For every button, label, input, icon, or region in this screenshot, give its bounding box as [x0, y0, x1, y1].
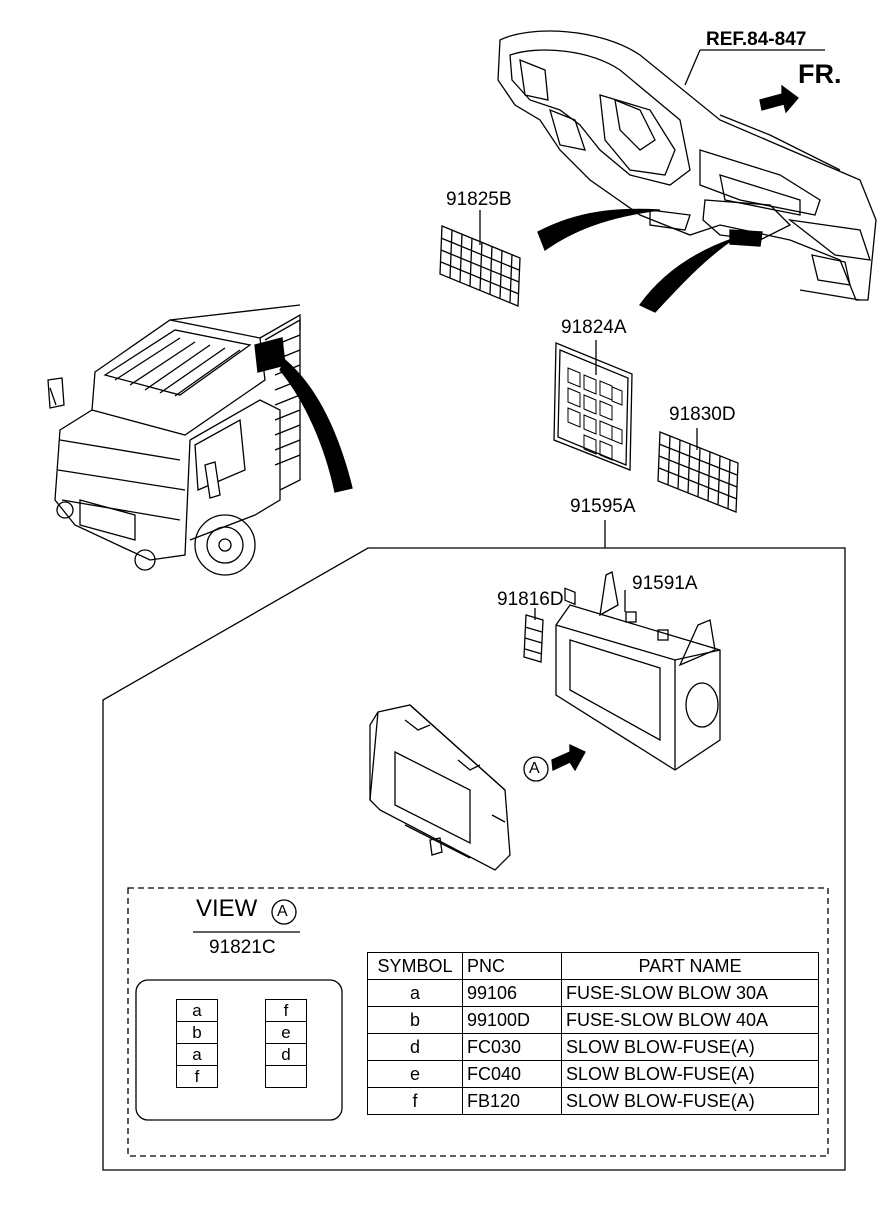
fuse-slot: a — [177, 1044, 217, 1066]
cell-part-name: SLOW BLOW-FUSE(A) — [561, 1033, 819, 1061]
sticker-91825b-icon — [439, 225, 521, 307]
part-91591a-label: 91591A — [632, 573, 698, 594]
cell-symbol: b — [367, 1006, 463, 1034]
truck-icon — [47, 304, 301, 576]
part-91824a-label: 91824A — [561, 317, 627, 338]
cell-symbol: f — [367, 1087, 463, 1115]
part-91821c-label: 91821C — [209, 937, 276, 958]
fuse-slot: f — [194, 1067, 200, 1086]
fuse-slot: d — [266, 1044, 306, 1066]
part-91825b-label: 91825B — [446, 189, 512, 210]
cell-symbol: d — [367, 1033, 463, 1061]
header-symbol: SYMBOL — [367, 952, 463, 980]
dashboard-icon — [497, 30, 877, 301]
view-title: VIEW — [196, 895, 258, 922]
table-row: e FC040 SLOW BLOW-FUSE(A) — [367, 1060, 819, 1088]
arrow-a-letter: A — [529, 760, 540, 777]
sticker-91830d-icon — [657, 431, 739, 513]
junction-box-icon — [555, 571, 721, 771]
cell-symbol: e — [367, 1060, 463, 1088]
table-row: a 99106 FUSE-SLOW BLOW 30A — [367, 979, 819, 1007]
cell-pnc: FB120 — [462, 1087, 562, 1115]
fuse-box-icon — [369, 704, 511, 871]
table-row: b 99100D FUSE-SLOW BLOW 40A — [367, 1006, 819, 1034]
table-row: f FB120 SLOW BLOW-FUSE(A) — [367, 1087, 819, 1115]
ref-label: REF.84-847 — [706, 29, 807, 50]
fuse-slot: a — [177, 1000, 217, 1022]
cell-symbol: a — [367, 979, 463, 1007]
cell-pnc: FC030 — [462, 1033, 562, 1061]
fuse-slot: e — [266, 1022, 306, 1044]
part-91816d-label: 91816D — [497, 589, 564, 610]
cell-part-name: SLOW BLOW-FUSE(A) — [561, 1060, 819, 1088]
cell-part-name: FUSE-SLOW BLOW 40A — [561, 1006, 819, 1034]
front-label: FR. — [798, 59, 842, 89]
part-91830d-label: 91830D — [669, 404, 736, 425]
cell-pnc: 99100D — [462, 1006, 562, 1034]
sticker-91816d-icon — [523, 614, 544, 663]
cover-91824a-icon — [553, 342, 633, 606]
parts-table: SYMBOL PNC PART NAME a 99106 FUSE-SLOW B… — [367, 952, 819, 1115]
fuse-slot: f — [266, 1000, 306, 1022]
fuse-column-left: a b a f — [176, 999, 218, 1088]
cell-pnc: 99106 — [462, 979, 562, 1007]
fuse-slot: b — [177, 1022, 217, 1044]
view-letter: A — [277, 903, 288, 920]
fuse-slot — [266, 1066, 306, 1087]
cell-part-name: FUSE-SLOW BLOW 30A — [561, 979, 819, 1007]
part-91595a-label: 91595A — [570, 496, 636, 517]
table-header-row: SYMBOL PNC PART NAME — [367, 952, 819, 980]
header-pnc: PNC — [462, 952, 562, 980]
table-row: d FC030 SLOW BLOW-FUSE(A) — [367, 1033, 819, 1061]
cell-pnc: FC040 — [462, 1060, 562, 1088]
fuse-column-right: f e d — [265, 999, 307, 1088]
cell-part-name: SLOW BLOW-FUSE(A) — [561, 1087, 819, 1115]
header-part-name: PART NAME — [561, 952, 819, 980]
